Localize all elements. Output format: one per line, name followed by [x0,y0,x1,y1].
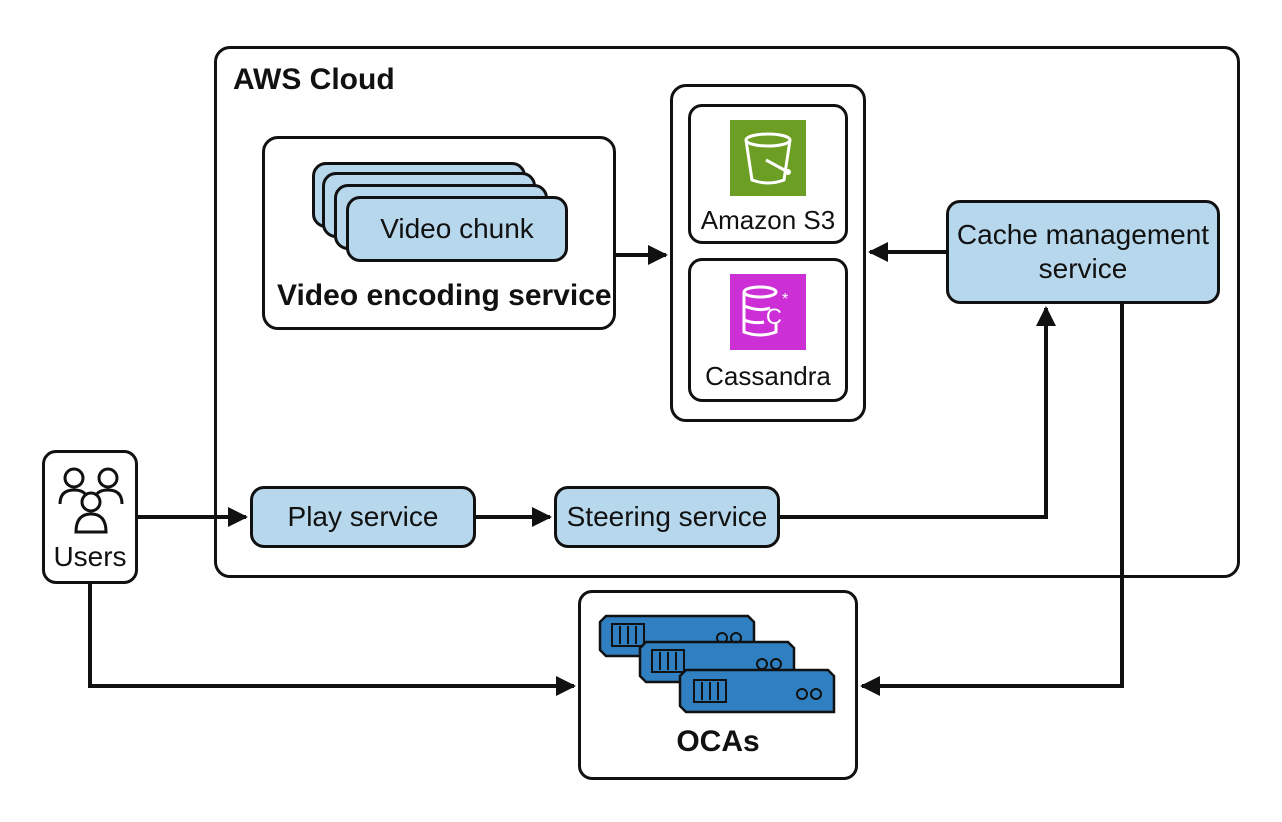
cache-management-service: Cache management service [946,200,1220,304]
arrow-users-to-ocas [88,584,576,696]
cache-management-line2: service [1038,253,1128,284]
play-service: Play service [250,486,476,548]
users-box: Users [42,450,138,584]
svg-text:C: C [766,304,782,329]
oca-servers-icon [598,608,838,720]
users-group-icon [56,462,126,536]
cache-management-line1: Cache management [956,219,1210,250]
video-encoding-service-label: Video encoding service [277,279,612,312]
ocas-label: OCAs [676,725,760,758]
steering-service-label: Steering service [566,501,768,532]
play-service-label: Play service [287,501,439,532]
arrow-cache-to-ocas [860,304,1124,696]
video-chunk: Video chunk [346,196,568,262]
cassandra-database-icon: C * [730,274,806,350]
cassandra-label: Cassandra [705,361,831,391]
users-label: Users [53,541,127,572]
s3-bucket-icon [730,120,806,196]
amazon-s3-label: Amazon S3 [700,205,836,235]
steering-service: Steering service [554,486,780,548]
video-chunk-label: Video chunk [380,213,534,244]
oca-server-3 [678,668,836,714]
aws-cloud-title: AWS Cloud [233,63,395,96]
arrow-steering-to-cache [780,306,1056,519]
svg-text:*: * [782,291,788,308]
